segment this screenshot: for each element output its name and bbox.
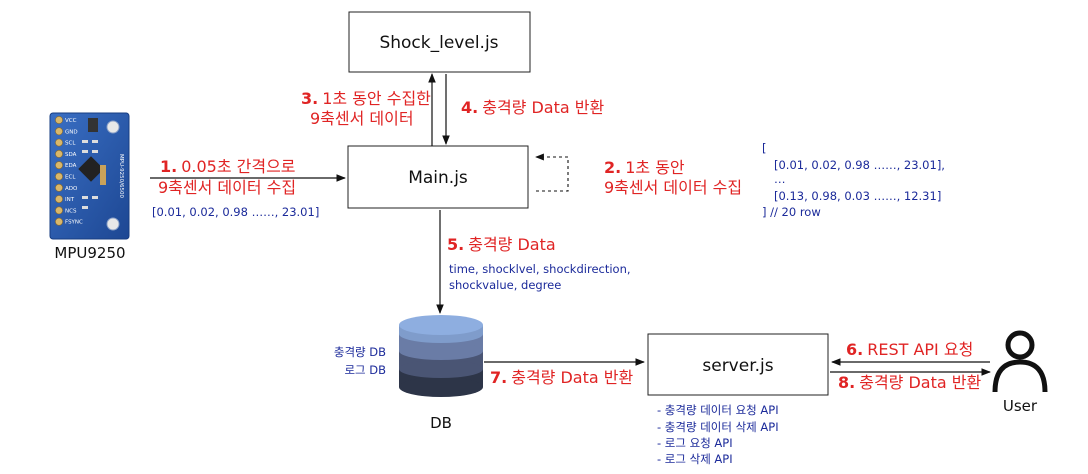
api-item: - 로그 요청 API (657, 436, 733, 450)
db-label: DB (430, 414, 452, 432)
sensor-pin (55, 138, 63, 147)
sensor-pin-label: ADO (65, 186, 78, 192)
sensor-pin (55, 183, 63, 192)
array-close: ] // 20 row (762, 205, 821, 219)
edge4-label: 4.충격량 Data 반환 (461, 98, 604, 117)
edge7-label: 7.충격량 Data 반환 (490, 368, 633, 387)
main-label: Main.js (408, 168, 468, 188)
edge3-line1: 3.1초 동안 수집한 (301, 89, 431, 108)
sensor-pin-label: EDA (65, 163, 77, 169)
sensor-pin-label: GND (65, 129, 78, 135)
user-label: User (1003, 397, 1038, 415)
api-item: - 충격량 데이터 삭제 API (657, 420, 779, 434)
edge6-label: 6.REST API 요청 (846, 340, 973, 359)
edge8-label: 8.충격량 Data 반환 (838, 373, 981, 392)
database-icon (399, 315, 483, 397)
edge1-line1: 1.0.05초 간격으로 (160, 157, 296, 176)
edge1-line2: 9축센서 데이터 수집 (158, 178, 296, 197)
array-open: [ (762, 141, 767, 155)
sensor-pin (55, 217, 63, 226)
api-list: - 충격량 데이터 요청 API - 충격량 데이터 삭제 API - 로그 요… (657, 403, 779, 466)
main-node: Main.js (347, 145, 529, 209)
shock-level-label: Shock_level.js (379, 33, 498, 53)
edge3-line2: 9축센서 데이터 (310, 109, 414, 128)
array-note: [ [0.01, 0.02, 0.98 ……, 23.01], … [0.13,… (762, 141, 945, 219)
array-dots: … (774, 172, 786, 186)
sensor-pin (55, 161, 63, 170)
sensor-pin (55, 149, 63, 158)
api-item: - 로그 삭제 API (657, 452, 733, 466)
sensor-pin-label: NCS (65, 208, 77, 214)
db-tag-log: 로그 DB (344, 363, 386, 377)
shock-level-node: Shock_level.js (348, 11, 531, 73)
db-tag-shock: 충격량 DB (334, 345, 386, 359)
sensor-pin-label: ECL (65, 175, 76, 181)
arrow-main-self-loop (535, 153, 569, 192)
edge5-fields1: time, shocklvel, shockdirection, (449, 262, 631, 276)
sensor-pin-label: SCL (65, 141, 76, 147)
api-item: - 충격량 데이터 요청 API (657, 403, 779, 417)
sensor-pin (55, 195, 63, 203)
user-icon (992, 330, 1048, 393)
sensor-pin (55, 127, 63, 136)
sensor-pin-label: VCC (65, 118, 77, 124)
sensor-label: MPU9250 (54, 244, 125, 262)
sensor-pin (55, 172, 63, 181)
edge5-label: 5.충격량 Data (447, 235, 556, 254)
array-row2: [0.13, 0.98, 0.03 ……, 12.31] (774, 189, 941, 203)
server-node: server.js (647, 333, 829, 396)
edge5-fields2: shockvalue, degree (449, 278, 561, 292)
sensor-pin-label: INT (65, 197, 75, 203)
array-row1: [0.01, 0.02, 0.98 ……, 23.01], (774, 158, 945, 172)
edge2-line1: 2.1초 동안 (604, 158, 685, 177)
sensor-pin (55, 116, 63, 124)
server-label: server.js (702, 356, 773, 376)
sensor-pin-label: SDA (65, 152, 77, 158)
edge1-data: [0.01, 0.02, 0.98 ……, 23.01] (152, 205, 319, 219)
sensor-pin-label: FSYNC (65, 220, 83, 226)
sensor-pin (55, 206, 63, 215)
edge2-line2: 9축센서 데이터 수집 (604, 178, 742, 197)
mpu9250-board-icon: VCC GND SCL SDA EDA ECL ADO INT NCS FSYNC MPU-925… (49, 112, 130, 240)
chip-model-text: MPU-9250/6500 (118, 154, 124, 198)
